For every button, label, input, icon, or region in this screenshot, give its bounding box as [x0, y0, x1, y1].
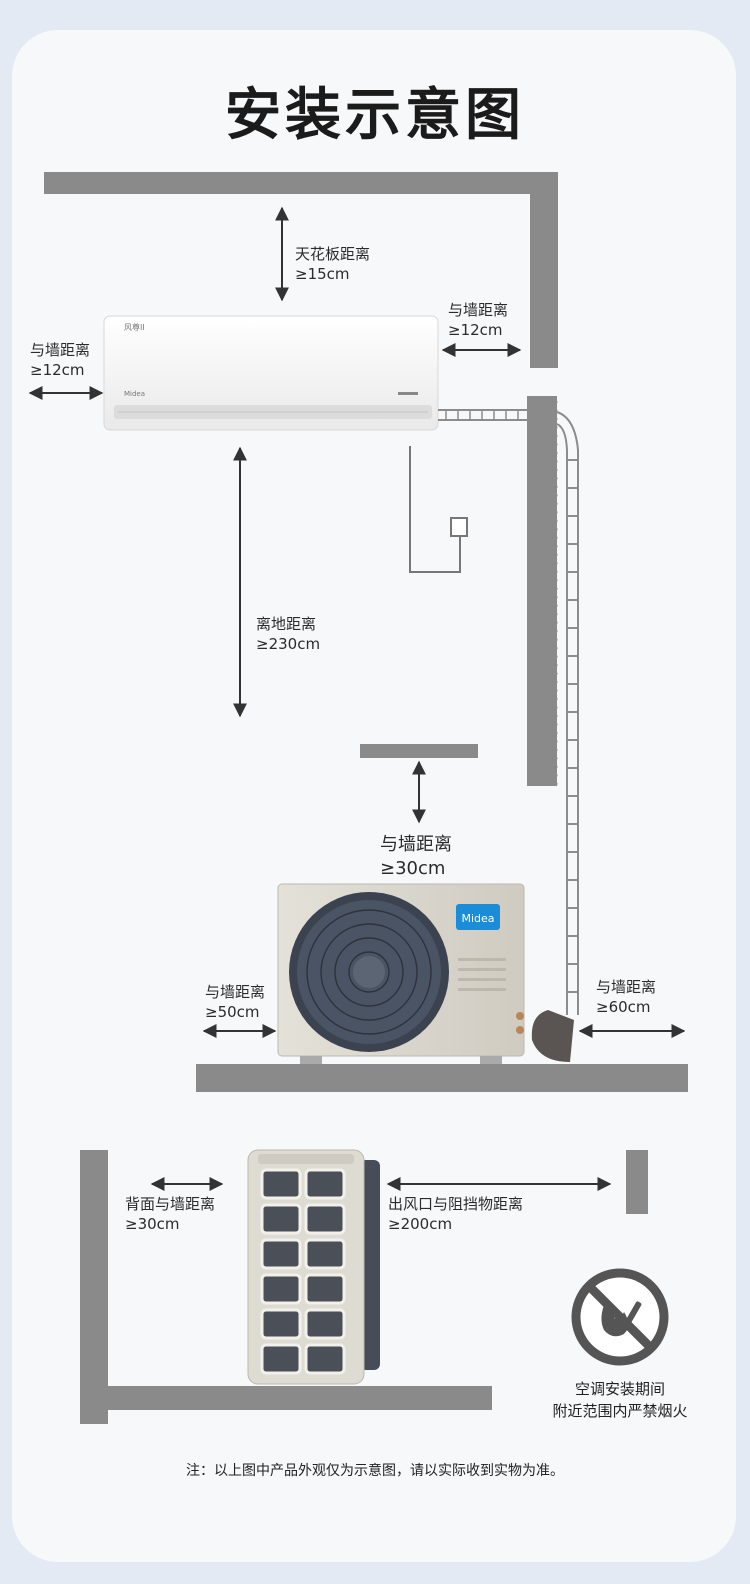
- outdoor-right-distance-label: 与墙距离≥60cm: [596, 978, 657, 1016]
- ceiling-wall: [44, 172, 558, 368]
- grille-cell: [260, 1238, 302, 1270]
- indoor-unit: [103, 315, 439, 431]
- disclaimer-note: 注：以上图中产品外观仅为示意图，请以实际收到实物为准。: [186, 1463, 564, 1479]
- grille-cell: [304, 1273, 346, 1305]
- outdoor-unit: [277, 883, 525, 1064]
- grille-cell: [260, 1273, 302, 1305]
- fire-warning-line1: 空调安装期间: [574, 1380, 665, 1398]
- page-title: 安装示意图: [225, 83, 525, 148]
- side-view-back-wall: [80, 1150, 108, 1424]
- back-distance-label: 背面与墙距离≥30cm: [125, 1195, 216, 1233]
- pipe-wrap: [531, 1010, 574, 1062]
- outdoor-top-obstacle: [360, 744, 478, 758]
- fire-warning-line2: 附近范围内严禁烟火: [552, 1402, 688, 1420]
- side-view-ground: [108, 1386, 492, 1410]
- outdoor-brand-logo: Midea: [461, 912, 494, 925]
- grille-cell: [304, 1308, 346, 1340]
- front-distance-label: 出风口与阻挡物距离≥200cm: [388, 1195, 524, 1233]
- grille-cell: [304, 1343, 346, 1375]
- drain-hose: [409, 446, 468, 573]
- grille-cell: [304, 1168, 346, 1200]
- floor-distance-label: 离地距离≥230cm: [256, 615, 321, 653]
- grille-cell: [304, 1203, 346, 1235]
- right-wall-distance-label: 与墙距离≥12cm: [448, 301, 509, 339]
- grille-cell: [260, 1308, 302, 1340]
- outdoor-top-distance-label: 与墙距离≥30cm: [380, 834, 452, 879]
- fire-warning-text: 空调安装期间 附近范围内严禁烟火: [530, 1378, 710, 1422]
- side-grille: [260, 1168, 346, 1375]
- ceiling-distance-label: 天花板距离≥15cm: [295, 245, 371, 283]
- outdoor-ground: [196, 1064, 688, 1092]
- grille-cell: [304, 1238, 346, 1270]
- pipe-ticks: [445, 410, 578, 993]
- left-wall-distance-label: 与墙距离≥12cm: [30, 341, 91, 379]
- grille-cell: [260, 1203, 302, 1235]
- right-wall-lower: [527, 396, 558, 786]
- indoor-brand-logo: Midea: [124, 390, 145, 398]
- indoor-brand-top: 风尊II: [124, 322, 145, 332]
- no-fire-icon: [571, 1268, 669, 1366]
- side-view-obstacle: [626, 1150, 648, 1214]
- outdoor-left-distance-label: 与墙距离≥50cm: [205, 983, 266, 1021]
- grille-cell: [260, 1343, 302, 1375]
- grille-cell: [260, 1168, 302, 1200]
